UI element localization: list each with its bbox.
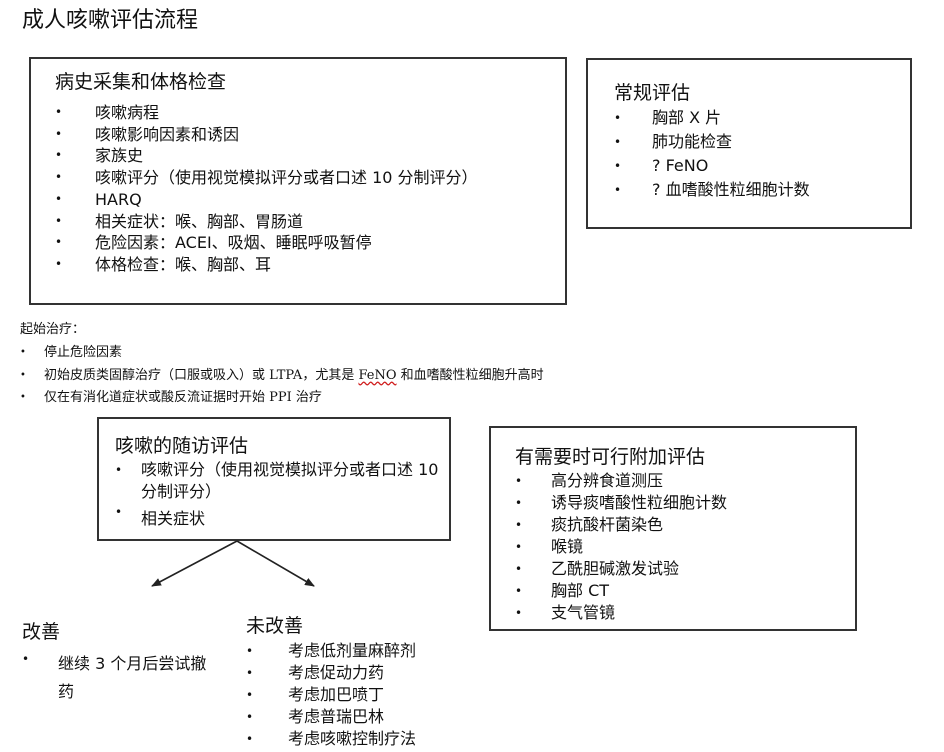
initial-treatment-heading: 起始治疗： — [20, 322, 86, 337]
bullet-icon: • — [22, 652, 30, 666]
spellcheck-underlined-word: FeNO — [358, 367, 397, 383]
list-item: •咳嗽病程 — [55, 103, 160, 122]
additional-assessment-box: 有需要时可行附加评估 •高分辨食道测压 •诱导痰嗜酸性粒细胞计数 •痰抗酸杆菌染… — [489, 426, 857, 631]
not-improved-list: •考虑低剂量麻醉剂 •考虑促动力药 •考虑加巴喷丁 •考虑普瑞巴林 •考虑咳嗽控… — [246, 640, 416, 750]
arrow-to-improved — [151, 540, 238, 587]
list-item: •家族史 — [55, 146, 144, 166]
bullet-icon: • — [246, 732, 254, 746]
list-item: •胸部 X 片 — [614, 106, 810, 130]
list-item: •考虑咳嗽控制疗法 — [246, 729, 417, 748]
list-item: •考虑低剂量麻醉剂 — [246, 641, 417, 660]
bullet-icon: • — [515, 562, 523, 576]
bullet-icon: • — [614, 135, 622, 149]
not-improved-title: 未改善 — [246, 615, 304, 637]
page-title: 成人咳嗽评估流程 — [22, 8, 199, 33]
bullet-icon: • — [515, 518, 523, 532]
list-item: •相关症状：喉、胸部、胃肠道 — [55, 211, 304, 231]
list-item: •HARQ — [55, 189, 142, 209]
followup-assessment-box: 咳嗽的随访评估 • 咳嗽评分（使用视觉模拟评分或者口述 10 分制评分） • 相… — [97, 417, 451, 541]
bullet-icon: • — [55, 170, 63, 185]
list-item: •咳嗽影响因素和诱因 — [55, 124, 240, 144]
arrow-to-not-improved — [236, 540, 315, 587]
bullet-icon: • — [246, 644, 254, 658]
additional-assessment-title: 有需要时可行附加评估 — [515, 446, 706, 468]
bullet-icon: • — [614, 159, 622, 173]
history-exam-box: 病史采集和体格检查 •咳嗽病程 •咳嗽影响因素和诱因 •家族史 •咳嗽评分（使用… — [29, 57, 567, 305]
followup-assessment-title: 咳嗽的随访评估 — [115, 435, 249, 457]
list-item: •诱导痰嗜酸性粒细胞计数 — [515, 493, 728, 512]
bullet-icon: • — [55, 105, 63, 119]
additional-assessment-list: •高分辨食道测压 •诱导痰嗜酸性粒细胞计数 •痰抗酸杆菌染色 •喉镜 •乙酰胆碱… — [515, 470, 727, 624]
list-item: •? 血嗜酸性粒细胞计数 — [614, 178, 810, 202]
list-item: •考虑加巴喷丁 — [246, 685, 385, 704]
list-item: •喉镜 — [515, 537, 584, 556]
bullet-icon: • — [115, 463, 123, 477]
routine-assessment-box: 常规评估 •胸部 X 片 •肺功能检查 •? FeNO •? 血嗜酸性粒细胞计数 — [586, 58, 912, 229]
routine-assessment-title: 常规评估 — [614, 82, 691, 104]
bullet-icon: • — [246, 688, 254, 702]
bullet-icon: • — [55, 235, 63, 250]
list-item: •? FeNO — [614, 154, 810, 178]
bullet-icon: • — [614, 183, 622, 197]
list-item: •初始皮质类固醇治疗（口服或吸入）或 LTPA，尤其是 FeNO 和血嗜酸性粒细… — [20, 365, 544, 388]
list-item: •考虑促动力药 — [246, 663, 385, 682]
list-item: •体格检查：喉、胸部、耳 — [55, 254, 272, 274]
list-item: 继续 3 个月后尝试撤药 — [58, 654, 207, 701]
list-item: •胸部 CT — [515, 581, 610, 600]
list-item: •乙酰胆碱激发试验 — [515, 559, 680, 578]
list-item: •危险因素：ACEI、吸烟、睡眠呼吸暂停 — [55, 233, 372, 253]
bullet-icon: • — [20, 347, 26, 358]
routine-assessment-list: •胸部 X 片 •肺功能检查 •? FeNO •? 血嗜酸性粒细胞计数 — [614, 106, 810, 202]
bullet-icon: • — [55, 126, 63, 141]
history-exam-title: 病史采集和体格检查 — [55, 71, 227, 93]
bullet-icon: • — [515, 606, 523, 620]
list-item: •痰抗酸杆菌染色 — [515, 515, 664, 534]
list-item: •肺功能检查 — [614, 130, 810, 154]
list-item: •高分辨食道测压 — [515, 471, 664, 490]
list-item: •咳嗽评分（使用视觉模拟评分或者口述 10 分制评分） — [55, 168, 478, 188]
bullet-icon: • — [55, 148, 63, 163]
bullet-icon: • — [515, 540, 523, 554]
bullet-icon: • — [246, 666, 254, 680]
bullet-icon: • — [20, 392, 26, 403]
bullet-icon: • — [20, 369, 26, 381]
bullet-icon: • — [614, 111, 622, 125]
bullet-icon: • — [515, 496, 523, 510]
list-item: •仅在有消化道症状或酸反流证据时开始 PPI 治疗 — [20, 387, 544, 410]
bullet-icon: • — [55, 256, 63, 271]
bullet-icon: • — [115, 505, 123, 519]
bullet-icon: • — [55, 213, 63, 228]
bullet-icon: • — [55, 191, 63, 206]
bullet-icon: • — [515, 584, 523, 598]
bullet-icon: • — [246, 710, 254, 724]
list-item: •停止危险因素 — [20, 342, 544, 365]
list-item: •支气管镜 — [515, 603, 616, 622]
list-item: •考虑普瑞巴林 — [246, 707, 385, 726]
history-exam-list: •咳嗽病程 •咳嗽影响因素和诱因 •家族史 •咳嗽评分（使用视觉模拟评分或者口述… — [55, 102, 478, 276]
bullet-icon: • — [515, 474, 523, 488]
improved-title: 改善 — [22, 621, 61, 643]
initial-treatment-list: •停止危险因素 •初始皮质类固醇治疗（口服或吸入）或 LTPA，尤其是 FeNO… — [20, 342, 544, 410]
